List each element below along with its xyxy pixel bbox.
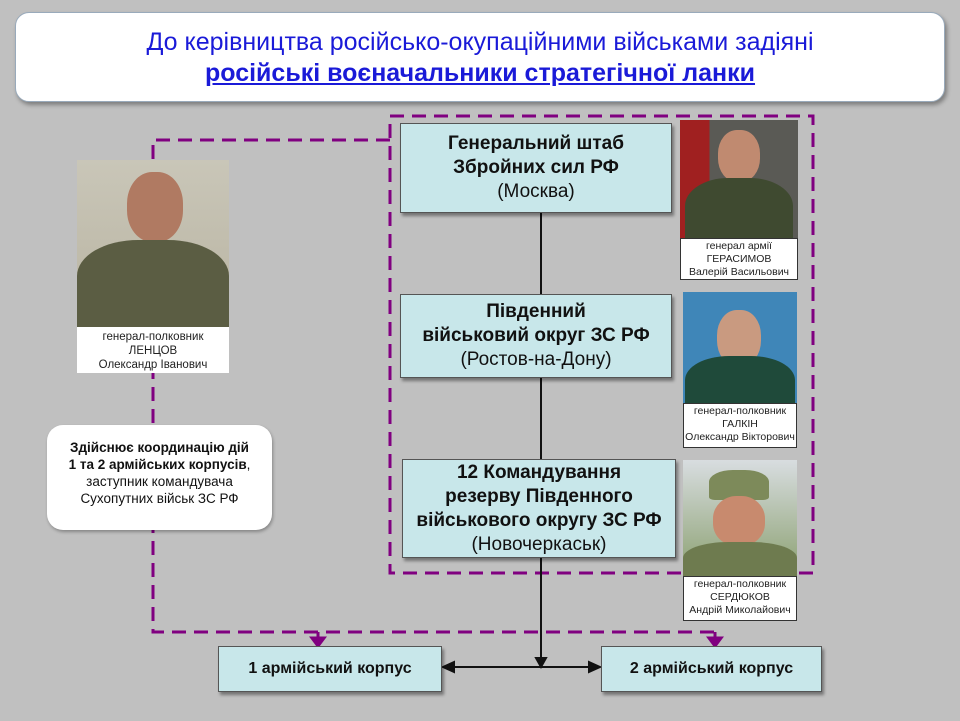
label: 12 Командування: [456, 461, 622, 483]
title-line2: російські воєначальники стратегічної лан…: [204, 59, 756, 87]
surname: ЛЕНЦОВ: [128, 345, 178, 357]
command-line: [440, 213, 603, 674]
rank: генерал-полковник: [102, 331, 204, 343]
surname: ГАЛКІН: [722, 418, 758, 430]
gerasimov-caption: генерал армії ГЕРАСИМОВ Валерій Васильов…: [680, 238, 798, 280]
gerasimov-photo: [680, 120, 798, 238]
corps2-box: 2 армійський корпус: [601, 646, 822, 692]
surname: ГЕРАСИМОВ: [706, 253, 772, 265]
serdyukov-caption: генерал-полковник СЕРДЮКОВ Андрій Микола…: [683, 576, 797, 621]
label: військового округу ЗС РФ: [416, 509, 662, 531]
lentsov-caption: генерал-полковник ЛЕНЦОВ Олександр Івано…: [77, 327, 229, 373]
label: Генеральний штаб: [448, 133, 624, 154]
label: 2 армійський корпус: [629, 660, 794, 677]
name: Олександр Вікторович: [685, 431, 795, 443]
location: (Ростов-на-Дону): [460, 349, 612, 370]
serdyukov-photo: [683, 460, 797, 576]
southern-district-box: Південний військовий округ ЗС РФ (Ростов…: [400, 294, 672, 378]
note-text: Сухопутних військ ЗС РФ: [80, 491, 239, 506]
rank: генерал армії: [706, 240, 772, 252]
coordination-note: Здійснює координацію дій 1 та 2 армійськ…: [47, 425, 272, 530]
label: Збройних сил РФ: [453, 157, 619, 178]
lentsov-photo: [77, 160, 229, 327]
strategic-group-frame: [388, 114, 815, 575]
general-staff-box: Генеральний штаб Збройних сил РФ (Москва…: [400, 123, 672, 213]
note-text: заступник командувача: [86, 474, 233, 489]
lentsov-coordination-line: [151, 138, 715, 634]
name: Андрій Миколайович: [689, 604, 791, 616]
title-line1: До керівництва російсько-окупаційними ві…: [146, 28, 814, 56]
note-bold: 1 та 2 армійських корпусів: [68, 457, 247, 472]
galkin-photo: [683, 292, 797, 403]
location: (Новочеркаськ): [471, 533, 607, 555]
label: Південний: [486, 301, 586, 322]
rank: генерал-полковник: [693, 578, 787, 590]
note-bold: Здійснює координацію дій: [70, 440, 249, 455]
surname: СЕРДЮКОВ: [710, 591, 770, 603]
rank: генерал-полковник: [693, 405, 787, 417]
reserve-command-box: 12 Командування резерву Південного війсь…: [402, 459, 676, 558]
label: резерву Південного: [445, 485, 633, 507]
location: (Москва): [497, 181, 575, 202]
galkin-caption: генерал-полковник ГАЛКІН Олександр Вікто…: [683, 403, 797, 448]
title-banner: До керівництва російсько-окупаційними ві…: [15, 12, 945, 102]
corps1-box: 1 армійський корпус: [218, 646, 442, 692]
dashed-arrows: [309, 632, 724, 649]
note-comma: ,: [246, 457, 251, 472]
dashed-lines: [151, 114, 815, 634]
label: військовий округ ЗС РФ: [422, 325, 650, 346]
label: 1 армійський корпус: [248, 660, 412, 677]
name: Олександр Іванович: [98, 359, 208, 371]
name: Валерій Васильович: [688, 266, 790, 278]
